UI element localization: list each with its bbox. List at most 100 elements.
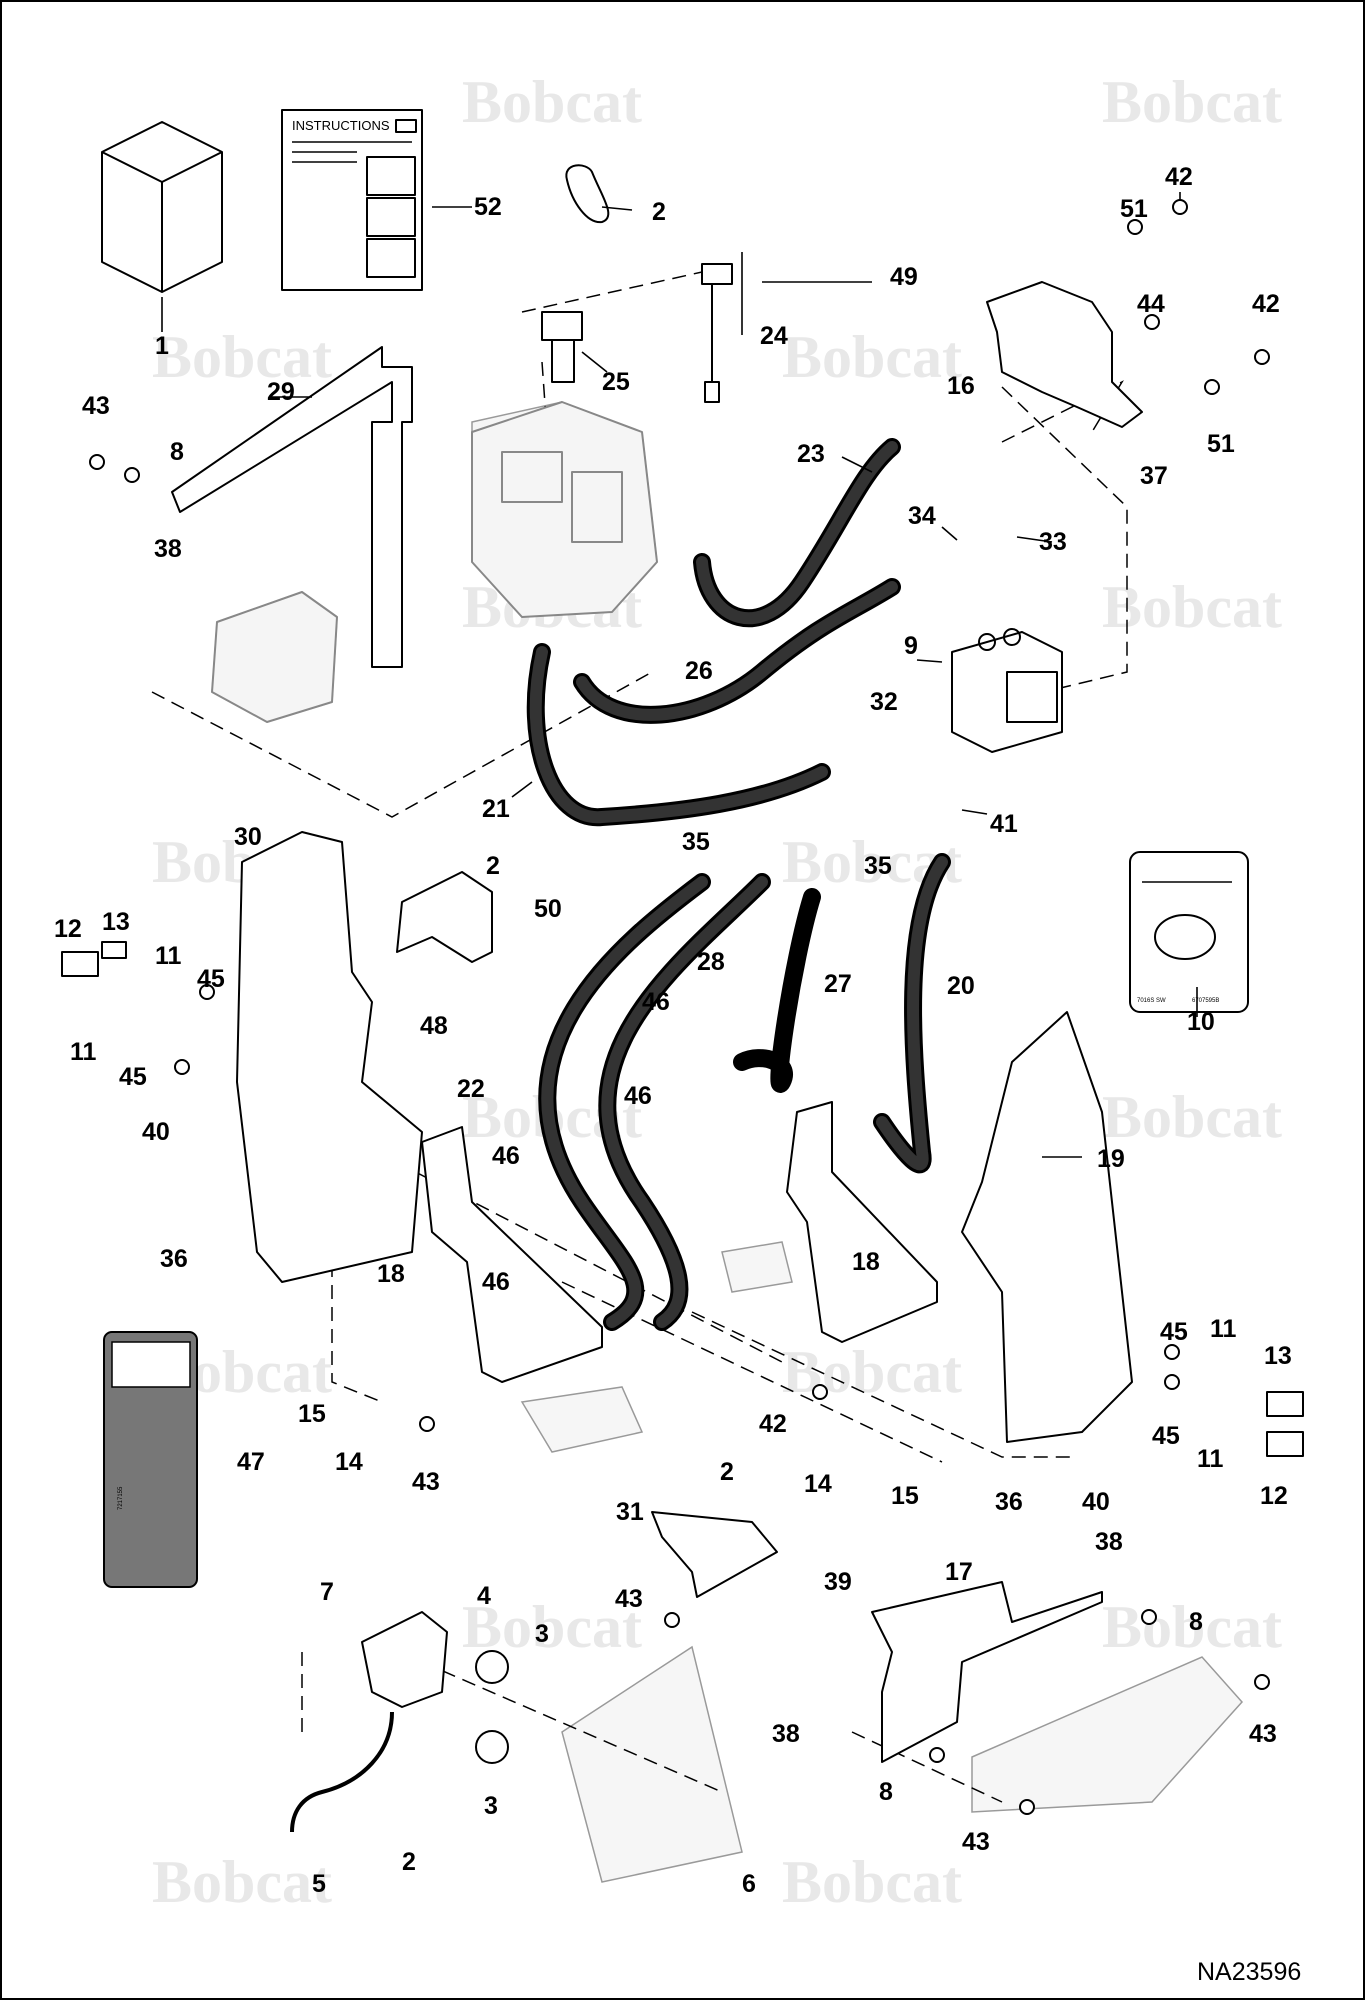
bracket-17 [871,1581,1103,1763]
callout-1: 1 [155,332,169,360]
dash-line [1001,380,1124,443]
watermark: Bobcat [782,324,962,390]
dash-line [1001,386,1128,703]
callout-22: 22 [457,1075,485,1103]
callout-6: 6 [742,1870,756,1898]
watermark-layer: Bobcat Bobcat Bobcat Bobcat Bobcat Bobca… [152,69,1282,1915]
support-bracket-29 [171,346,413,668]
decal-47: 7217155 [103,1331,198,1588]
watermark: Bobcat [152,1849,332,1915]
bracket-48 [396,871,493,963]
callout-17: 17 [945,1558,973,1586]
pressure-tube-24 [701,263,733,403]
cable-tie [565,164,610,224]
callout-36: 36 [160,1245,188,1273]
callout-23: 23 [797,440,825,468]
watermark: Bobcat [1102,1594,1282,1660]
watermark: Bobcat [1102,1084,1282,1150]
callout-20: 20 [947,972,975,1000]
kit-box [101,121,223,293]
callout-45: 45 [197,965,225,993]
callout-2: 2 [486,852,500,880]
callout-47: 47 [237,1448,265,1476]
hydraulic-pump [471,401,658,618]
callout-35: 35 [682,828,710,856]
callout-2: 2 [720,1458,734,1486]
elbow-fitting-25 [541,311,583,383]
callout-31: 31 [616,1498,644,1526]
callout-8: 8 [879,1778,893,1806]
callout-45: 45 [1152,1422,1180,1450]
dash-line [421,1661,723,1793]
decal-10: 7016S SW 6707595B [1129,851,1249,1013]
callout-10: 10 [1187,1008,1215,1036]
callout-13: 13 [102,908,130,936]
control-valve-9 [951,628,1063,753]
watermark: Bobcat [782,1849,962,1915]
callout-11: 11 [1197,1445,1224,1473]
callout-37: 37 [1140,462,1168,490]
callout-18: 18 [377,1260,405,1288]
callout-46: 46 [492,1142,520,1170]
dash-line [851,1731,1003,1803]
callout-34: 34 [908,502,936,530]
switch-assembly-4 [290,1611,509,1833]
callout-38: 38 [772,1720,800,1748]
callout-12: 12 [54,915,82,943]
instructions-sheet: INSTRUCTIONS [281,109,423,291]
callout-3: 3 [484,1792,498,1820]
callout-49: 49 [890,263,918,291]
callout-33: 33 [1039,528,1067,556]
callout-42: 42 [1165,163,1193,191]
watermark: Bobcat [1102,574,1282,640]
drawing-reference: NA23596 [1197,1958,1301,1986]
callout-51: 51 [1207,430,1235,458]
dash-line [541,361,548,433]
hardware-parts [61,199,1304,1815]
valve-assembly [211,591,338,723]
callout-43: 43 [615,1585,643,1613]
callout-27: 27 [824,970,852,998]
callout-21: 21 [482,795,510,823]
callout-18: 18 [852,1248,880,1276]
callout-14: 14 [804,1470,832,1498]
ghost-bracket [721,1241,793,1293]
ghost-mount-plate [561,1645,743,1883]
callout-43: 43 [412,1468,440,1496]
callout-43: 43 [82,392,110,420]
callout-11: 11 [70,1038,97,1066]
callout-41: 41 [990,810,1018,838]
panel-30 [236,831,423,1283]
callout-14: 14 [335,1448,363,1476]
watermark: Bobcat [462,1594,642,1660]
dash-line [151,671,653,818]
watermark: Bobcat [1102,69,1282,135]
callout-9: 9 [904,632,918,660]
callout-42: 42 [759,1410,787,1438]
callout-39: 39 [824,1568,852,1596]
callout-46: 46 [624,1082,652,1110]
callout-2: 2 [652,198,666,226]
callout-26: 26 [685,657,713,685]
callout-16: 16 [947,372,975,400]
callout-42: 42 [1252,290,1280,318]
callout-40: 40 [1082,1488,1110,1516]
panel-19 [961,1011,1133,1443]
watermark: Bobcat [152,324,332,390]
plate-18-right [786,1101,938,1343]
callout-52: 52 [474,193,502,221]
callout-44: 44 [1137,290,1165,318]
callout-15: 15 [891,1482,919,1510]
callout-46: 46 [482,1268,510,1296]
callout-43: 43 [1249,1720,1277,1748]
callout-38: 38 [1095,1528,1123,1556]
callout-8: 8 [170,438,184,466]
callout-2: 2 [402,1848,416,1876]
decal-10-code-2: 6707595B [1192,998,1219,1004]
callout-46: 46 [642,988,670,1016]
callout-51: 51 [1120,195,1148,223]
callout-35: 35 [864,852,892,880]
hoses [526,438,951,1331]
